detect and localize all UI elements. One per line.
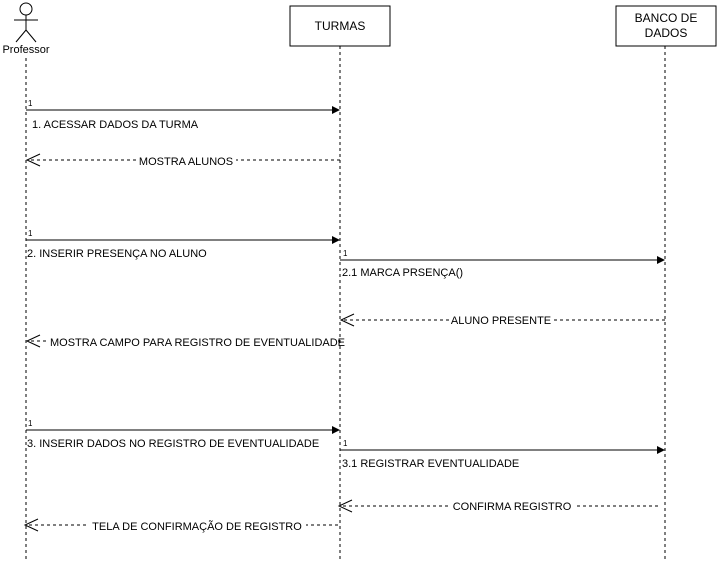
return-3-label: TELA DE CONFIRMAÇÃO DE REGISTRO	[92, 520, 302, 533]
message-1-arrow[interactable]	[26, 106, 340, 114]
return-1-arrow[interactable]	[25, 153, 340, 167]
return-2-label: MOSTRA CAMPO PARA REGISTRO DE EVENTUALID…	[50, 337, 345, 349]
message-2-1-label: 2.1 MARCA PRSENÇA()	[342, 267, 463, 279]
professor-label: Professor	[2, 44, 49, 56]
banco-box[interactable]	[615, 5, 717, 47]
banco-label-line2: DADOS	[645, 26, 688, 40]
return-2-1-label: ALUNO PRESENTE	[451, 315, 551, 327]
message-3-label: 3. INSERIR DADOS NO REGISTRO DE EVENTUAL…	[27, 438, 319, 450]
message-2-arrow[interactable]	[26, 236, 340, 244]
message-2-multiplicity: 1	[28, 229, 33, 238]
message-3-multiplicity: 1	[28, 419, 33, 428]
message-2-label: 2. INSERIR PRESENÇA NO ALUNO	[27, 248, 207, 260]
banco-label-line1: BANCO DE	[635, 11, 698, 25]
turmas-box[interactable]	[289, 5, 391, 47]
message-3-1-multiplicity: 1	[343, 439, 348, 448]
return-2-1-arrow[interactable]	[339, 313, 665, 327]
message-2-1-arrow[interactable]	[340, 256, 665, 264]
message-3-1-label: 3.1 REGISTRAR EVENTUALIDADE	[342, 458, 519, 470]
message-2-1-multiplicity: 1	[343, 249, 348, 258]
message-1-label: 1. ACESSAR DADOS DA TURMA	[32, 119, 199, 131]
return-3-1-label: CONFIRMA REGISTRO	[453, 501, 572, 513]
message-3-1-arrow[interactable]	[340, 446, 665, 454]
professor-actor-icon[interactable]	[14, 2, 38, 43]
turmas-label: TURMAS	[315, 19, 366, 33]
return-1-label: MOSTRA ALUNOS	[139, 156, 233, 168]
message-1-multiplicity: 1	[28, 99, 33, 108]
return-3-arrow[interactable]	[23, 518, 338, 532]
message-3-arrow[interactable]	[26, 426, 340, 434]
